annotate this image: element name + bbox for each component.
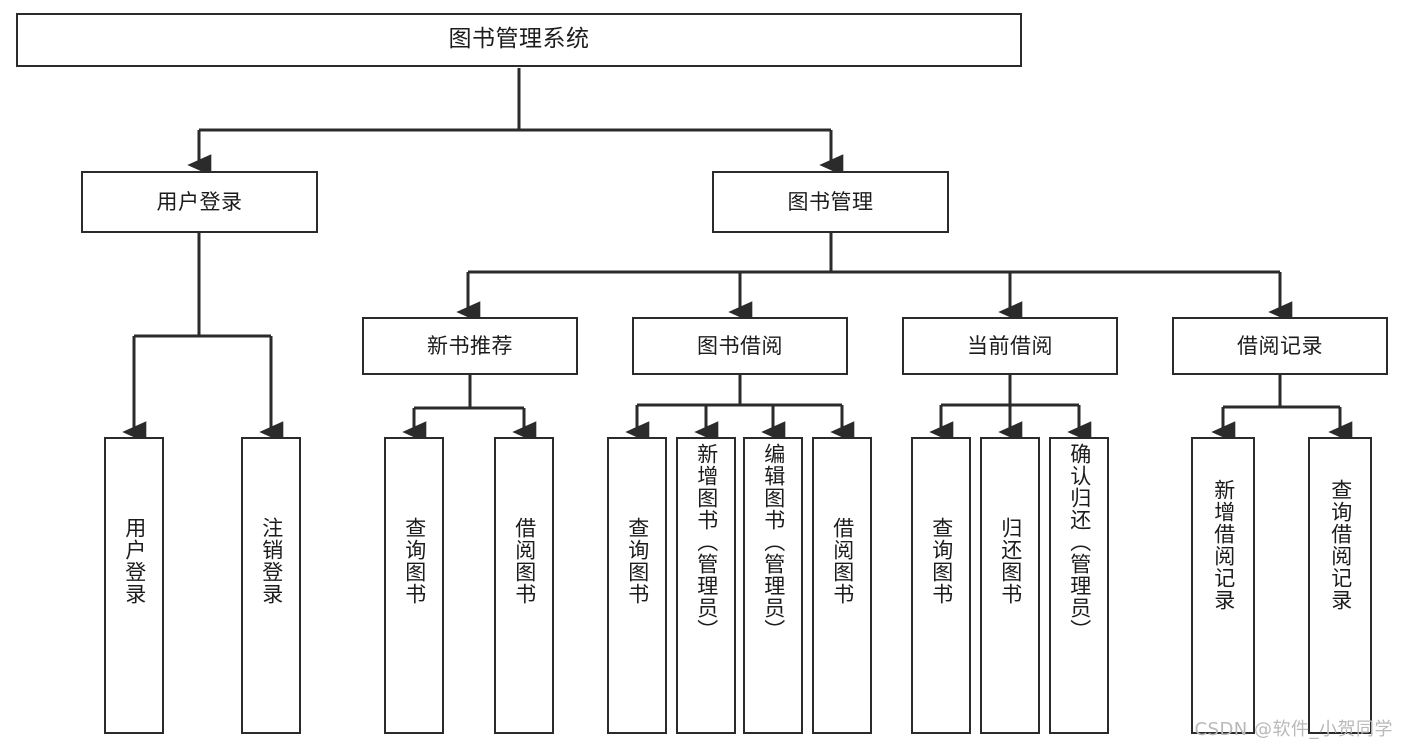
node-leaf-user-login-label: 用户登录	[122, 517, 147, 605]
node-leaf-user-login[interactable]: 用户登录	[104, 437, 164, 734]
node-leaf-confirm-return[interactable]: 确认归还（管理员）	[1049, 437, 1109, 734]
node-leaf-logout-label: 注销登录	[259, 517, 284, 605]
node-new-book-rec-label: 新书推荐	[427, 333, 513, 358]
node-borrow-record[interactable]: 借阅记录	[1172, 317, 1388, 375]
node-leaf-logout[interactable]: 注销登录	[241, 437, 301, 734]
node-new-book-rec[interactable]: 新书推荐	[362, 317, 578, 375]
node-leaf-query-book-2-label: 查询图书	[625, 517, 650, 605]
node-leaf-query-record-label: 查询借阅记录	[1328, 479, 1353, 611]
node-leaf-query-book-2[interactable]: 查询图书	[607, 437, 667, 734]
node-leaf-borrow-book-2-label: 借阅图书	[830, 517, 855, 605]
node-borrow-record-label: 借阅记录	[1237, 333, 1323, 358]
node-leaf-query-book-3-label: 查询图书	[929, 517, 954, 605]
node-current-borrow[interactable]: 当前借阅	[902, 317, 1118, 375]
node-user-login[interactable]: 用户登录	[81, 171, 318, 233]
node-book-borrow[interactable]: 图书借阅	[632, 317, 848, 375]
node-current-borrow-label: 当前借阅	[967, 333, 1053, 358]
node-leaf-query-book-1-label: 查询图书	[402, 517, 427, 605]
node-leaf-add-book[interactable]: 新增图书（管理员）	[676, 437, 736, 734]
node-leaf-edit-book[interactable]: 编辑图书（管理员）	[743, 437, 803, 734]
watermark-text: CSDN @软件_小贺同学	[1194, 719, 1393, 740]
node-leaf-query-book-1[interactable]: 查询图书	[384, 437, 444, 734]
node-leaf-return-book[interactable]: 归还图书	[980, 437, 1040, 734]
node-leaf-add-record[interactable]: 新增借阅记录	[1191, 437, 1255, 734]
node-leaf-query-book-3[interactable]: 查询图书	[911, 437, 971, 734]
node-root-label: 图书管理系统	[448, 26, 590, 53]
node-leaf-borrow-book-2[interactable]: 借阅图书	[812, 437, 872, 734]
node-leaf-confirm-return-label: 确认归还（管理员）	[1067, 443, 1092, 641]
node-book-borrow-label: 图书借阅	[697, 333, 783, 358]
node-leaf-add-book-label: 新增图书（管理员）	[694, 443, 719, 641]
node-root[interactable]: 图书管理系统	[16, 13, 1022, 67]
node-leaf-query-record[interactable]: 查询借阅记录	[1308, 437, 1372, 734]
node-leaf-return-book-label: 归还图书	[998, 517, 1023, 605]
node-leaf-add-record-label: 新增借阅记录	[1211, 479, 1236, 611]
node-leaf-borrow-book-1-label: 借阅图书	[512, 517, 537, 605]
node-user-login-label: 用户登录	[156, 189, 243, 214]
node-leaf-borrow-book-1[interactable]: 借阅图书	[494, 437, 554, 734]
node-book-manage[interactable]: 图书管理	[712, 171, 949, 233]
node-book-manage-label: 图书管理	[787, 189, 874, 214]
node-leaf-edit-book-label: 编辑图书（管理员）	[761, 443, 786, 641]
